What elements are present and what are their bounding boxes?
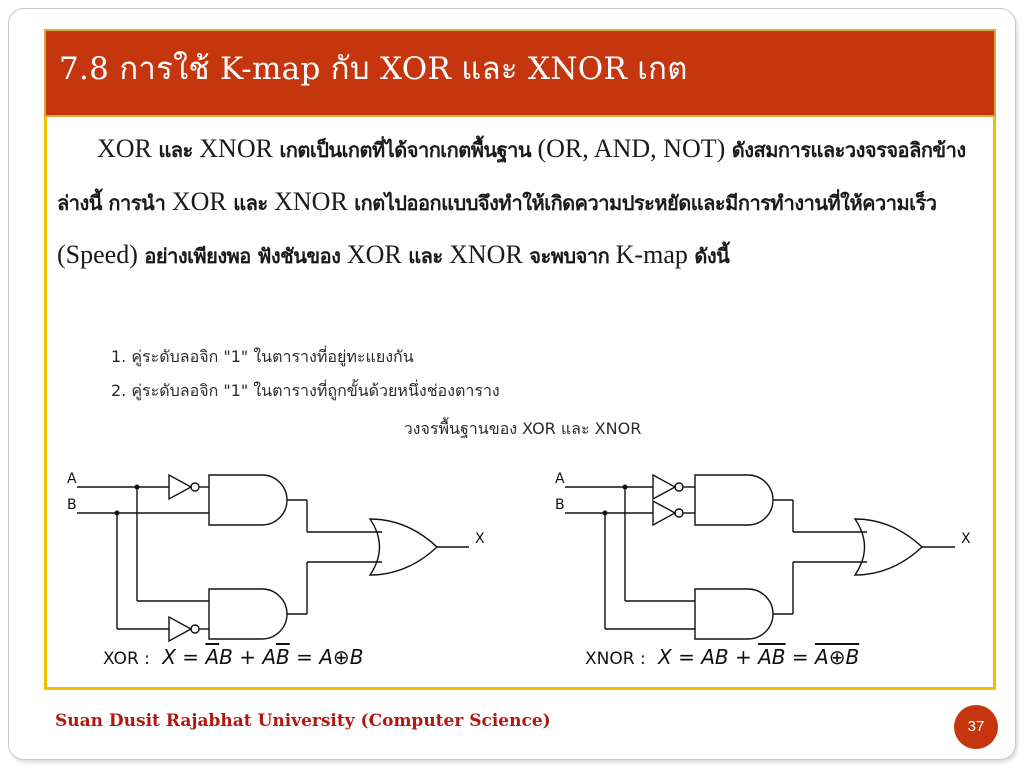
xor-equation: XOR : X = AB + AB = A⊕B (103, 645, 363, 669)
body-text: เกตไปออกแบบจึงทำให้เกิดความประหยัดและมีก… (354, 191, 937, 215)
circuit-figure: 1. คู่ระดับลอจิก "1" ในตารางที่อยู่ทะแยง… (55, 332, 990, 687)
equation-text: + (239, 645, 256, 669)
equation-text: = (296, 645, 313, 669)
body-paragraph: XOR และ XNOR เกตเป็นเกตที่ได้จากเกตพื้นฐ… (57, 123, 992, 282)
body-text: (Speed) (57, 240, 145, 269)
body-text: XNOR (449, 240, 530, 269)
equation-text: A⊕B (319, 645, 364, 669)
body-text: XOR (171, 187, 234, 216)
equation-text: AB (701, 645, 729, 669)
body-text: เกตเป็นเกตที่ได้จากเกตพื้นฐาน (279, 138, 538, 162)
input-a-label: A (555, 471, 565, 487)
xnor-circuit-diagram: A B X (555, 471, 971, 640)
footer-text: Suan Dusit Rajabhat University (Computer… (55, 711, 551, 731)
equation-text: = (791, 645, 809, 669)
body-text: อย่างเพียงพอ ฟังชันของ (144, 244, 347, 268)
equation-text: AB (758, 645, 786, 669)
body-text: XOR (97, 134, 159, 163)
equation-text: + (735, 645, 752, 669)
slide-title: 7.8 การใช้ K-map กับ XOR และ XNOR เกต (59, 51, 688, 87)
body-text: จะพบจาก (529, 244, 616, 268)
figure-caption: วงจรพื้นฐานของ XOR และ XNOR (403, 419, 642, 438)
equation-text: X = (658, 645, 695, 669)
equation-text: A (205, 645, 220, 669)
content-box: XOR และ XNOR เกตเป็นเกตที่ได้จากเกตพื้นฐ… (44, 117, 996, 690)
body-text: K-map (615, 240, 695, 269)
body-text: ดังสมการและวงจรจอลิกข้างล่างนี้ การนำ (57, 138, 966, 215)
output-x-label: X (475, 531, 485, 547)
equation-label: XNOR : (585, 649, 646, 669)
xor-circuit-diagram: A B X (67, 471, 485, 643)
input-b-label: B (67, 497, 77, 513)
equation-text: A⊕B (815, 645, 860, 669)
title-bar: 7.8 การใช้ K-map กับ XOR และ XNOR เกต (44, 29, 996, 117)
body-text: (OR, AND, NOT) (537, 134, 732, 163)
body-text: ดังนี้ (694, 244, 730, 268)
equation-text: B (219, 645, 233, 669)
output-x-label: X (961, 531, 971, 547)
page-number-badge: 37 (954, 705, 998, 749)
body-text: และ (408, 244, 450, 268)
rule-item: 1. คู่ระดับลอจิก "1" ในตารางที่อยู่ทะแยง… (111, 347, 414, 366)
rule-item: 2. คู่ระดับลอจิก "1" ในตารางที่ถูกขั้นด้… (111, 381, 500, 400)
body-text: และ (233, 191, 275, 215)
equation-text: X = (162, 645, 200, 669)
body-text: XOR (346, 240, 409, 269)
xnor-equation: XNOR : X = AB + AB = A⊕B (585, 645, 859, 669)
body-text: XNOR (274, 187, 355, 216)
equation-text: A (262, 645, 277, 669)
equation-label: XOR : (103, 649, 150, 669)
body-text: XNOR (199, 134, 280, 163)
equation-text: B (276, 645, 290, 669)
body-text: และ (158, 138, 200, 162)
input-b-label: B (555, 497, 565, 513)
input-a-label: A (67, 471, 77, 487)
rules-list: 1. คู่ระดับลอจิก "1" ในตารางที่อยู่ทะแยง… (111, 340, 500, 408)
